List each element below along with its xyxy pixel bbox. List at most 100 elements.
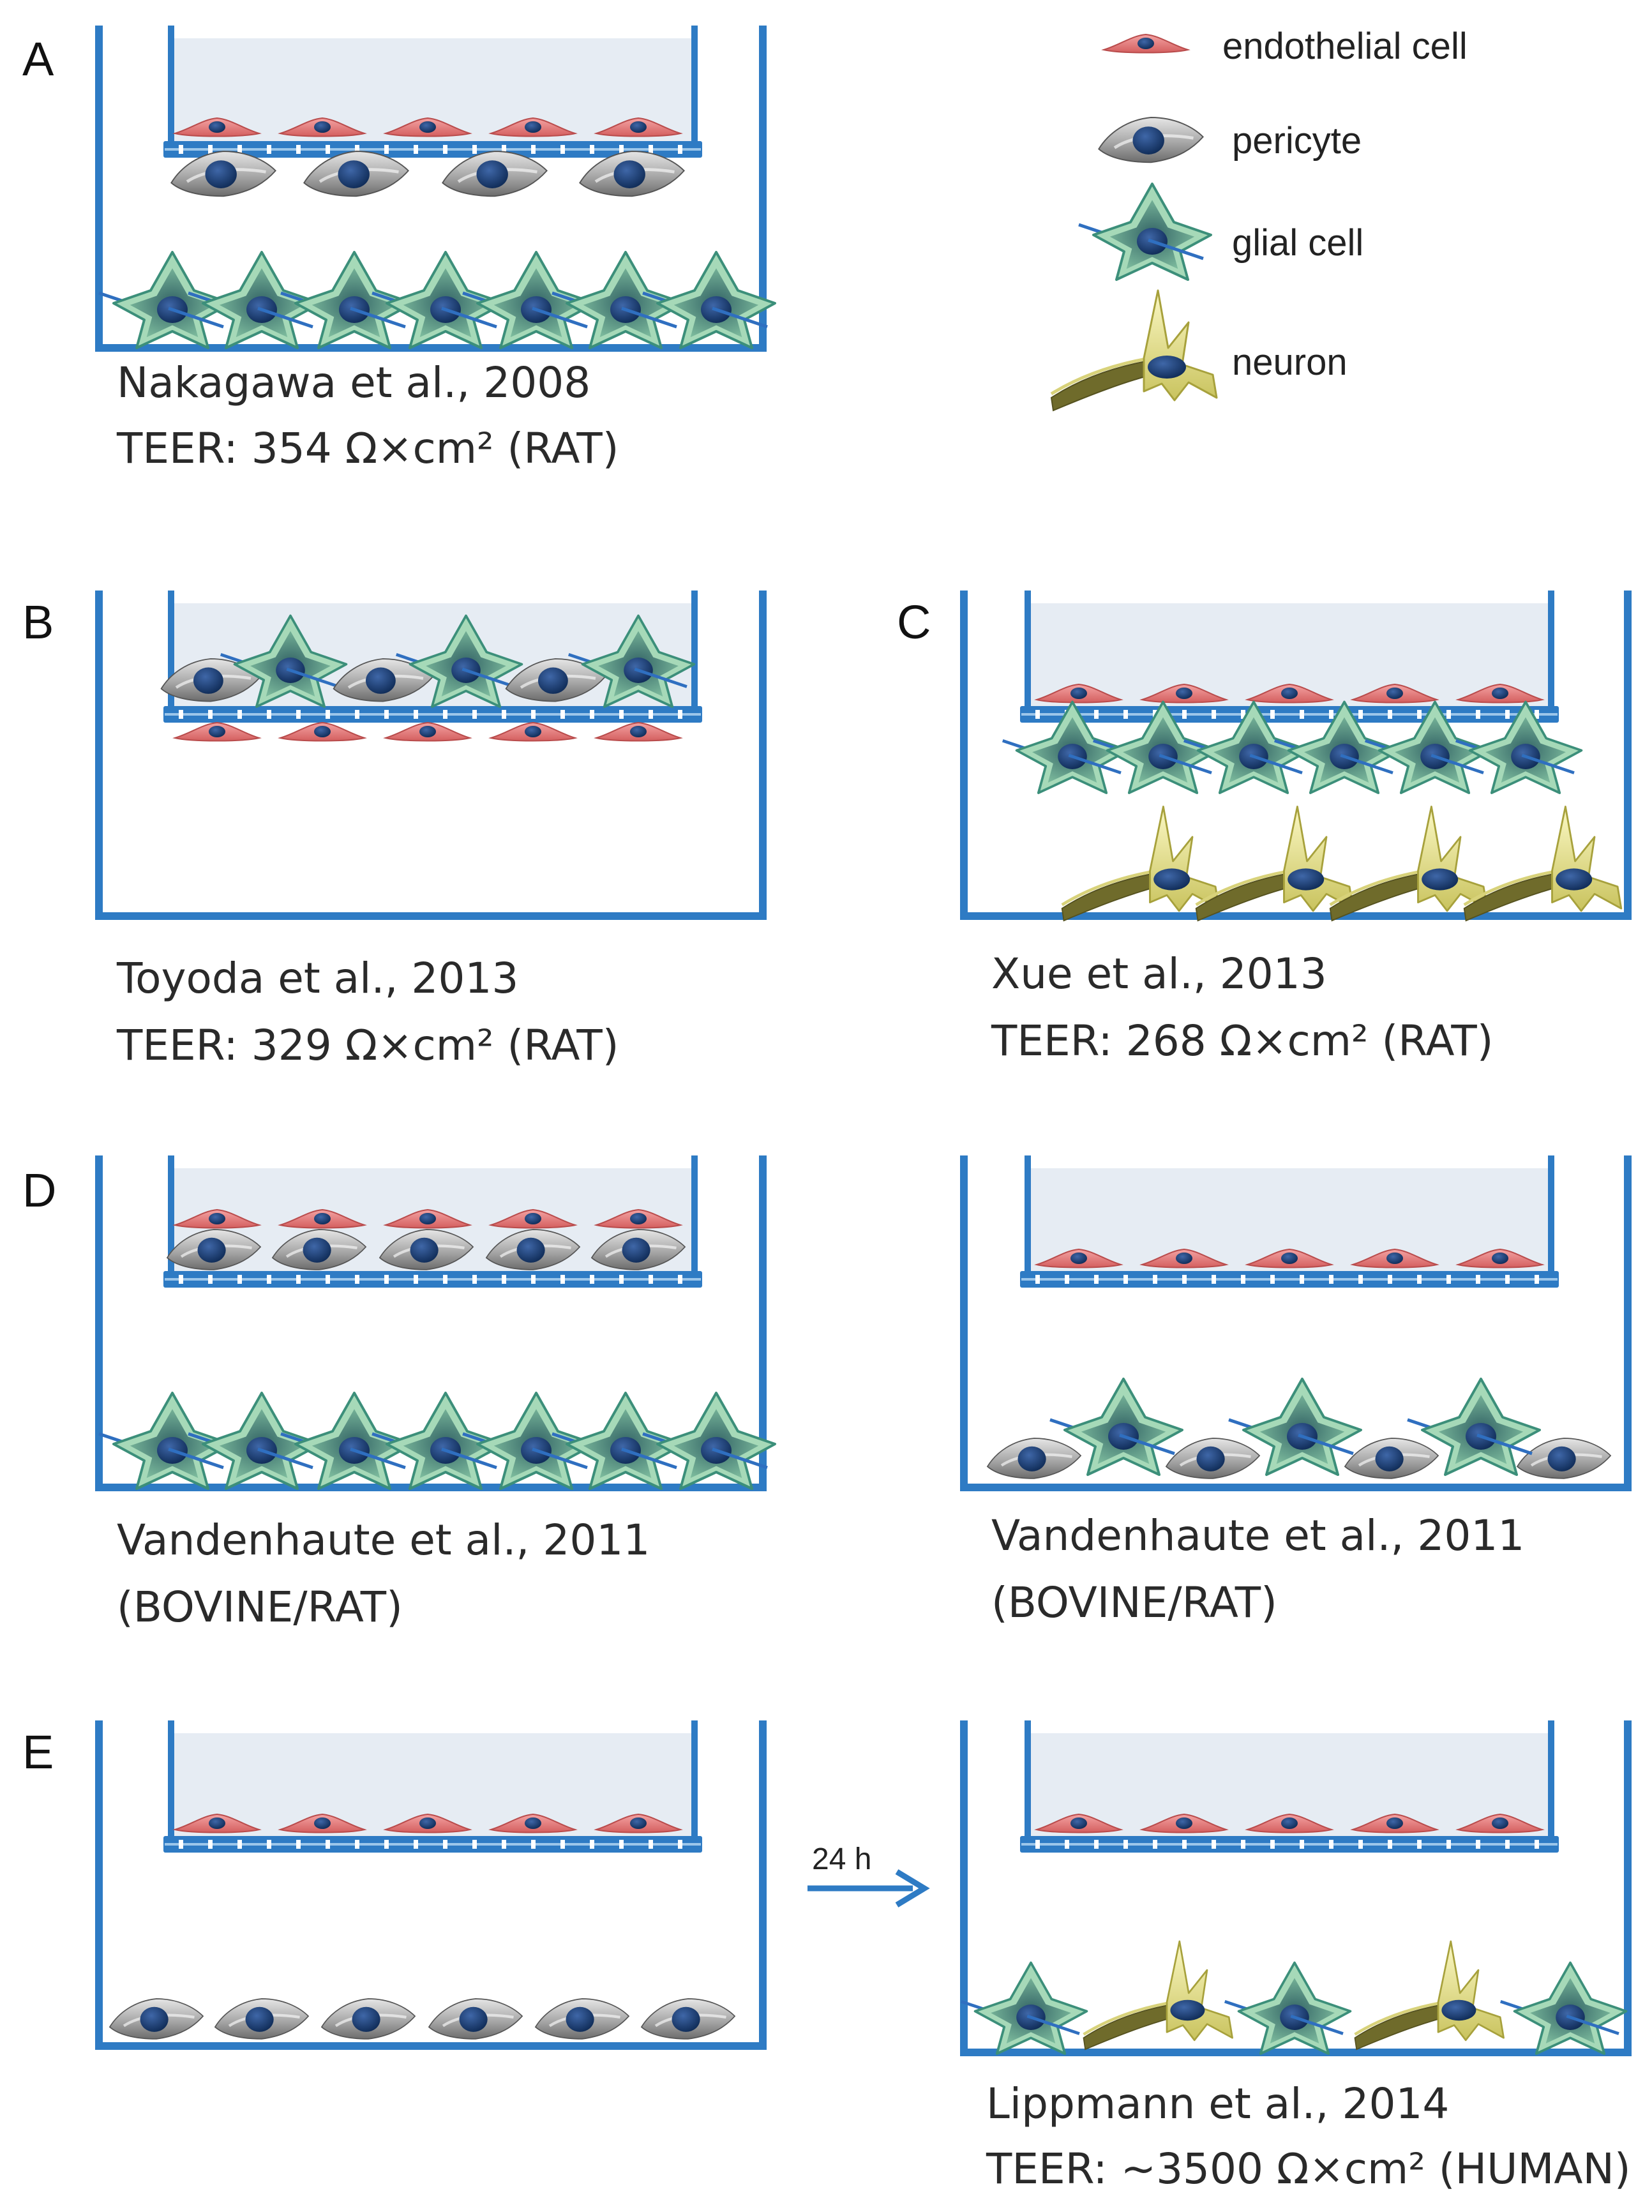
- pericyte: [1344, 1438, 1439, 1479]
- pericyte: [534, 1998, 630, 2040]
- culture-well: [95, 26, 767, 352]
- panel-label-c: C: [897, 596, 931, 649]
- endothelial-cell: [383, 1208, 472, 1229]
- glial-cell: [1499, 1961, 1628, 2055]
- glial-cell: [1273, 700, 1402, 794]
- endothelial-cell: [488, 721, 578, 742]
- endothelial-cell: [278, 1813, 367, 1833]
- culture-well: [95, 591, 767, 920]
- endothelial-cell: [278, 117, 367, 137]
- pericyte: [160, 658, 261, 702]
- glial-cell: [1455, 700, 1583, 794]
- glial-cell: [372, 1392, 506, 1490]
- citation-b: Toyoda et al., 2013: [116, 954, 518, 1003]
- endothelial-cell: [1245, 1248, 1334, 1268]
- citation-e: Lippmann et al., 2014: [986, 2079, 1449, 2128]
- glial-cell: [642, 251, 776, 349]
- legend-label-glial: glial cell: [1232, 222, 1363, 264]
- glial-cell: [642, 1392, 776, 1490]
- species-d-left: (BOVINE/RAT): [117, 1583, 403, 1632]
- endothelial-cell: [1139, 1248, 1229, 1268]
- endothelial-cell-icon: [1101, 33, 1190, 54]
- glial-cell: [372, 251, 506, 349]
- pericyte: [640, 1998, 736, 2040]
- endothelial-cell: [594, 721, 683, 742]
- culture-well: [95, 1720, 767, 2050]
- glial-cell: [567, 614, 696, 708]
- time-arrow-label: 24 h: [812, 1842, 871, 1876]
- citation-d-right: Vandenhaute et al., 2011: [991, 1511, 1524, 1560]
- neuron: [1354, 1940, 1505, 2050]
- teer-c: TEER: 268 Ω×cm² (RAT): [991, 1016, 1494, 1065]
- porous-membrane: [1020, 706, 1559, 723]
- pericyte: [1516, 1438, 1612, 1479]
- glial-cell: [1049, 1378, 1183, 1476]
- endothelial-cell: [594, 1208, 683, 1229]
- endothelial-cell: [1245, 1813, 1334, 1833]
- pericyte: [166, 1229, 262, 1270]
- pericyte: [379, 1229, 474, 1270]
- transwell-insert: [163, 26, 702, 158]
- glial-cell: [98, 1392, 232, 1490]
- pericyte-icon: [1098, 117, 1205, 163]
- panel-label-e: E: [22, 1726, 54, 1779]
- porous-membrane: [163, 1271, 702, 1288]
- endothelial-cell: [172, 117, 262, 137]
- endothelial-cell: [1034, 1813, 1123, 1833]
- panel-label-d: D: [22, 1164, 56, 1217]
- porous-membrane: [163, 706, 702, 723]
- endothelial-cell: [1350, 683, 1439, 703]
- neuron: [1463, 806, 1623, 922]
- endothelial-cell: [488, 1208, 578, 1229]
- culture-well: [960, 1155, 1632, 1491]
- endothelial-cell: [1455, 1813, 1545, 1833]
- endothelial-cell: [594, 117, 683, 137]
- panel-label-a: A: [22, 33, 54, 86]
- culture-well: [960, 591, 1632, 920]
- pericyte: [428, 1998, 523, 2040]
- endothelial-cell: [1139, 683, 1229, 703]
- neuron: [1195, 806, 1355, 922]
- endothelial-cell: [1350, 1248, 1439, 1268]
- neuron-icon: [1050, 289, 1218, 412]
- culture-well: [95, 1155, 767, 1491]
- endothelial-cell: [1350, 1813, 1439, 1833]
- endothelial-cell: [1455, 683, 1545, 703]
- pericyte: [333, 658, 433, 702]
- neuron: [1329, 806, 1489, 922]
- pericyte: [320, 1998, 416, 2040]
- teer-a: TEER: 354 Ω×cm² (RAT): [116, 424, 619, 473]
- pericyte: [485, 1229, 581, 1270]
- transwell-insert: [163, 1720, 702, 1853]
- legend-label-neuron: neuron: [1232, 342, 1348, 383]
- legend-label-endothelial: endothelial cell: [1222, 26, 1468, 67]
- porous-membrane: [163, 141, 702, 158]
- teer-e: TEER: ~3500 Ω×cm² (HUMAN): [986, 2144, 1631, 2193]
- pericyte: [579, 151, 686, 197]
- endothelial-cell: [488, 117, 578, 137]
- glial-cell-icon: [1078, 183, 1212, 281]
- glial-cell: [220, 614, 348, 708]
- glial-cell: [960, 1961, 1088, 2055]
- pericyte: [442, 151, 548, 197]
- glial-cell: [1224, 1961, 1352, 2055]
- endothelial-cell: [1034, 1248, 1123, 1268]
- porous-membrane: [163, 1836, 702, 1853]
- endothelial-cell: [383, 117, 472, 137]
- porous-membrane: [1020, 1836, 1559, 1853]
- teer-b: TEER: 329 Ω×cm² (RAT): [116, 1021, 619, 1070]
- endothelial-cell: [172, 721, 262, 742]
- endothelial-cell: [594, 1813, 683, 1833]
- pericyte: [303, 151, 410, 197]
- citation-a: Nakagawa et al., 2008: [117, 358, 590, 407]
- pericyte: [590, 1229, 686, 1270]
- endothelial-cell: [172, 1813, 262, 1833]
- neuron: [1061, 806, 1220, 922]
- glial-cell: [1228, 1378, 1362, 1476]
- endothelial-cell: [383, 721, 472, 742]
- culture-well: [960, 1720, 1632, 2056]
- pericyte: [109, 1998, 204, 2040]
- species-d-right: (BOVINE/RAT): [991, 1578, 1277, 1627]
- citation-c: Xue et al., 2013: [991, 949, 1327, 998]
- endothelial-cell: [278, 721, 367, 742]
